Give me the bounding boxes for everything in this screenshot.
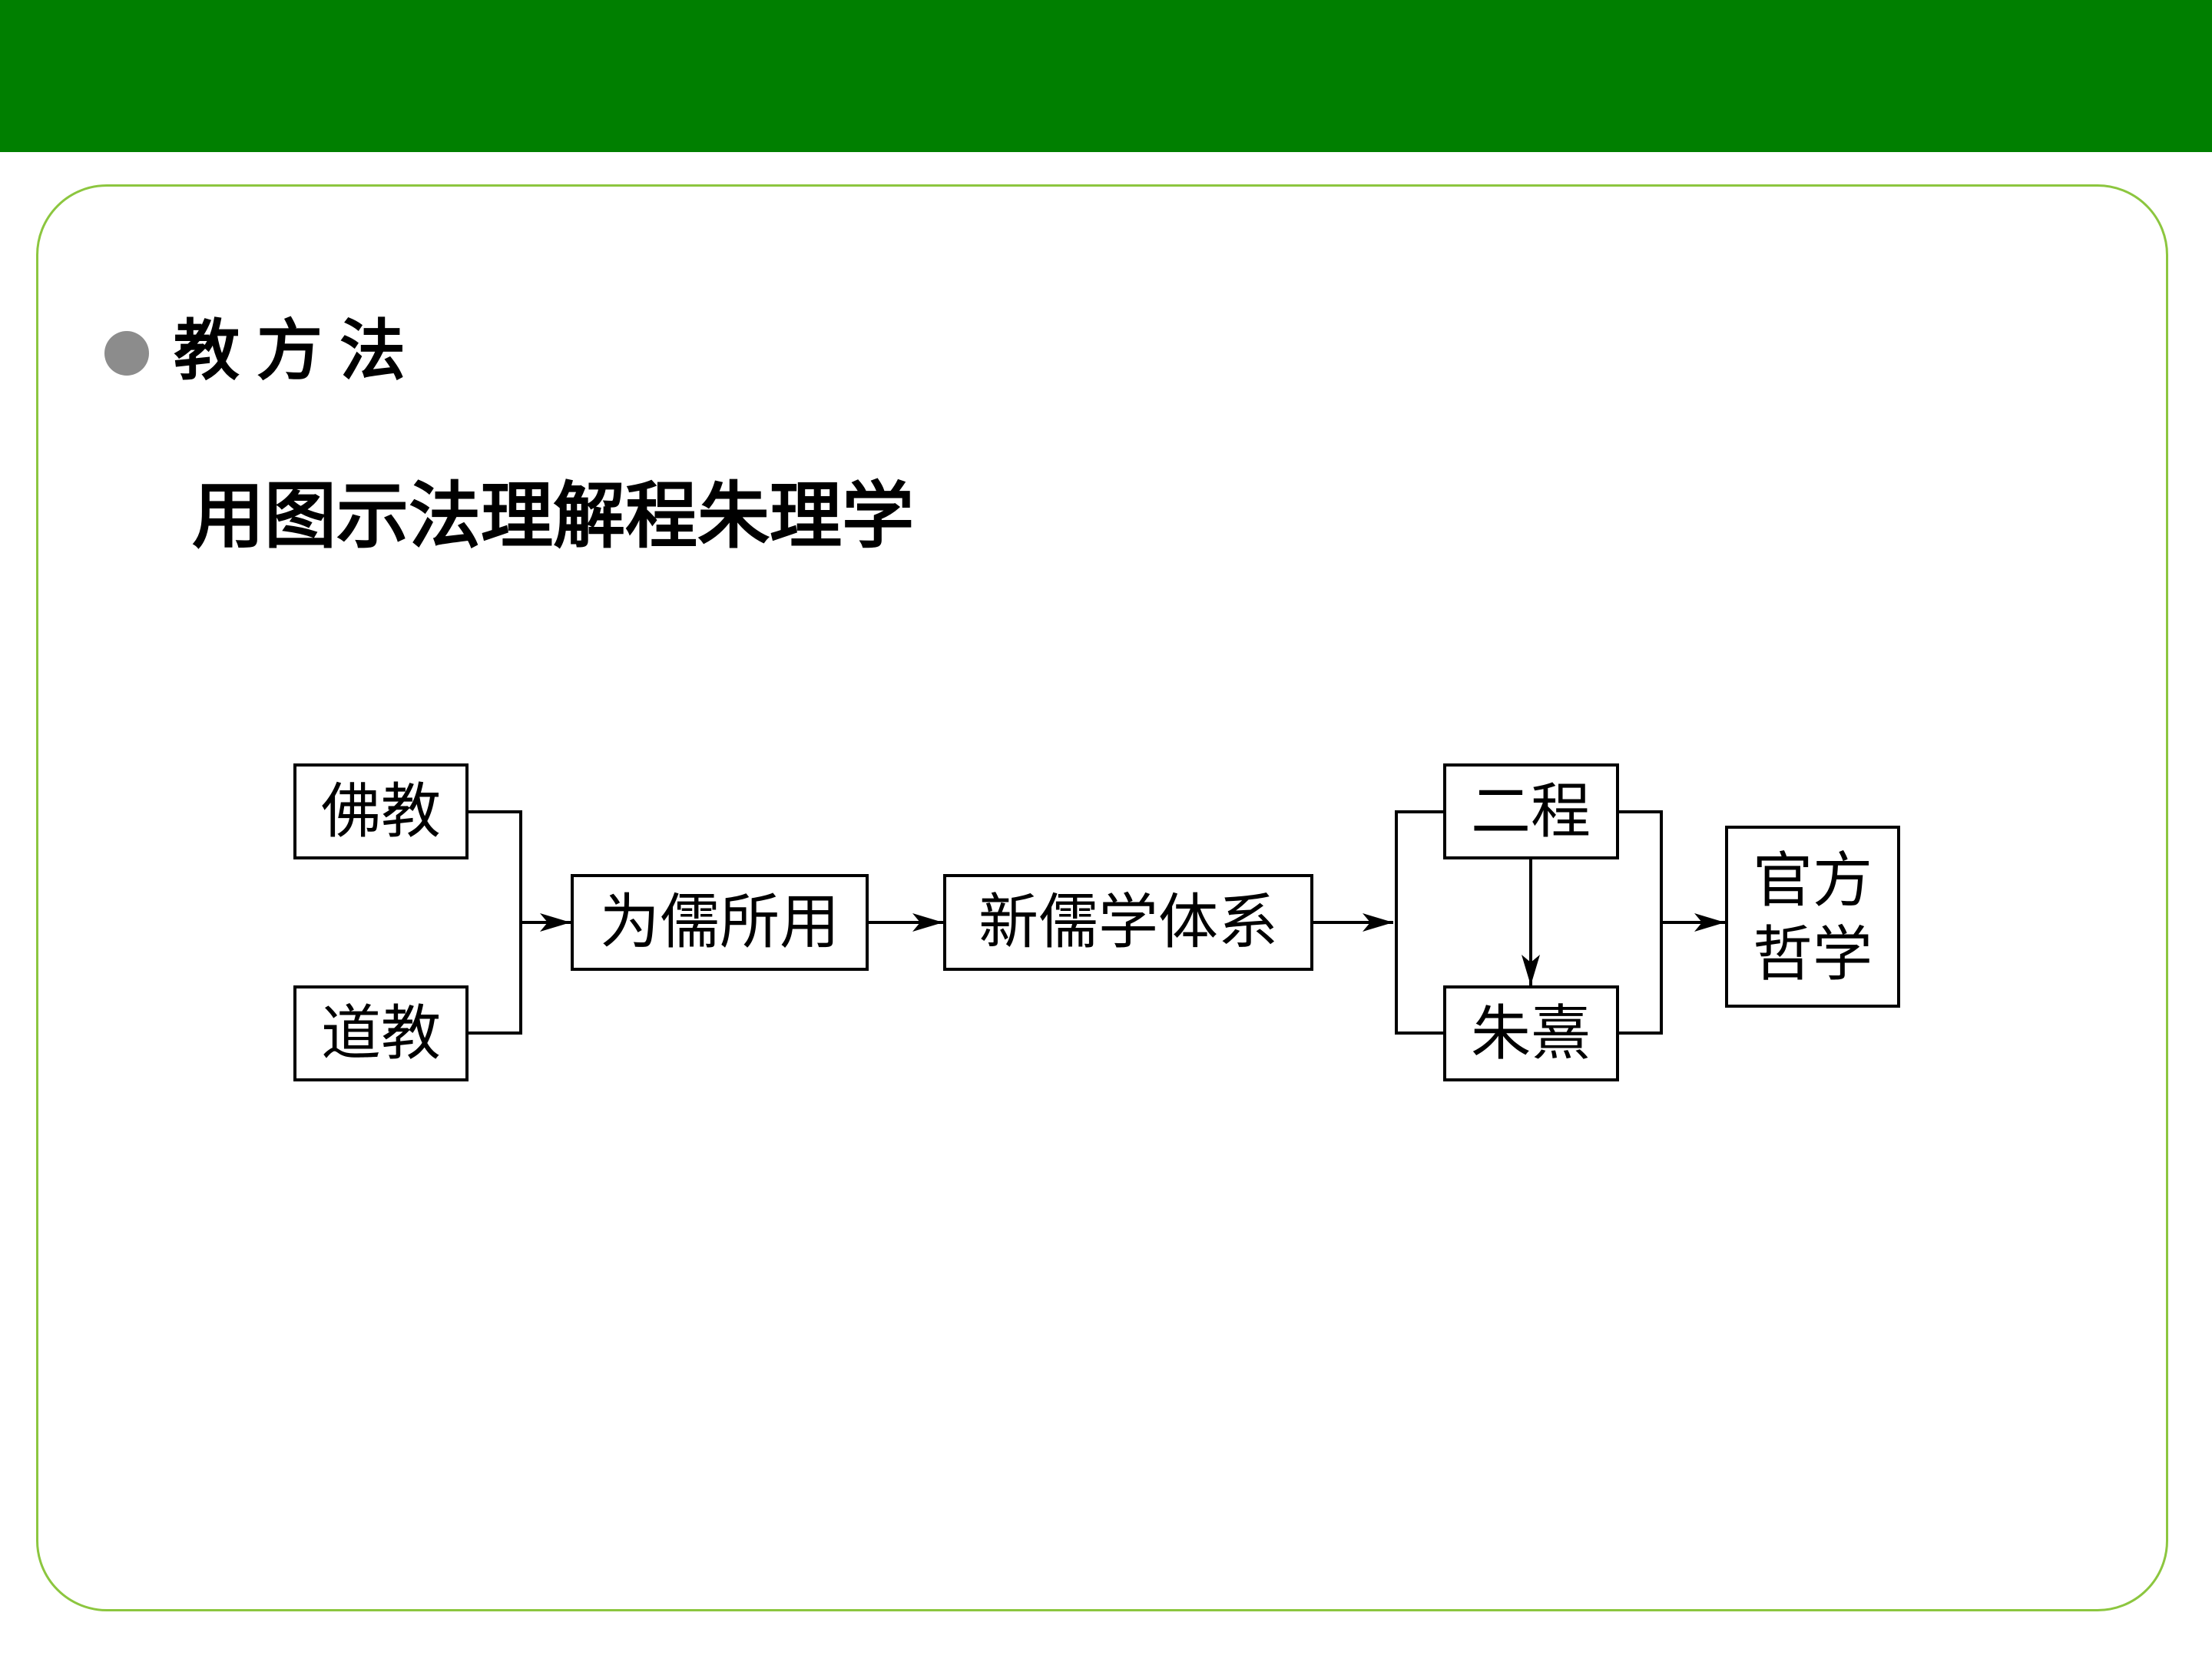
- node-taoism-label: 道教: [321, 999, 441, 1068]
- connector-buddhism-taoism-bracket: [467, 810, 522, 1035]
- connector-cheng-zhu-left-bracket: [1395, 810, 1445, 1035]
- node-adopted-box: [571, 874, 869, 971]
- node-buddhism-label: 佛教: [321, 777, 441, 846]
- node-neo-confucian-label: 新儒学体系: [979, 888, 1278, 957]
- node-adopted-label: 为儒所用: [600, 888, 839, 957]
- top-banner: [0, 0, 2212, 152]
- node-taoism-box: [293, 985, 469, 1081]
- node-zhu-xi-label: 朱熹: [1471, 999, 1591, 1068]
- slide-subtitle: 用图示法理解程朱理学: [192, 475, 915, 558]
- node-buddhism-box: [293, 763, 469, 859]
- content-frame: [36, 184, 2168, 1611]
- section-heading: 教方法: [174, 313, 422, 389]
- node-official-philosophy-label-line1: 官方: [1753, 846, 1873, 916]
- node-official-philosophy-box: [1725, 826, 1900, 1008]
- node-zhu-xi-box: [1443, 985, 1619, 1081]
- bullet-dot-icon: [104, 331, 149, 376]
- node-official-philosophy-label-line2: 哲学: [1753, 920, 1873, 989]
- node-cheng-brothers-label: 二程: [1471, 777, 1591, 846]
- node-neo-confucian-box: [943, 874, 1313, 971]
- connector-cheng-zhu-right-bracket: [1618, 810, 1663, 1035]
